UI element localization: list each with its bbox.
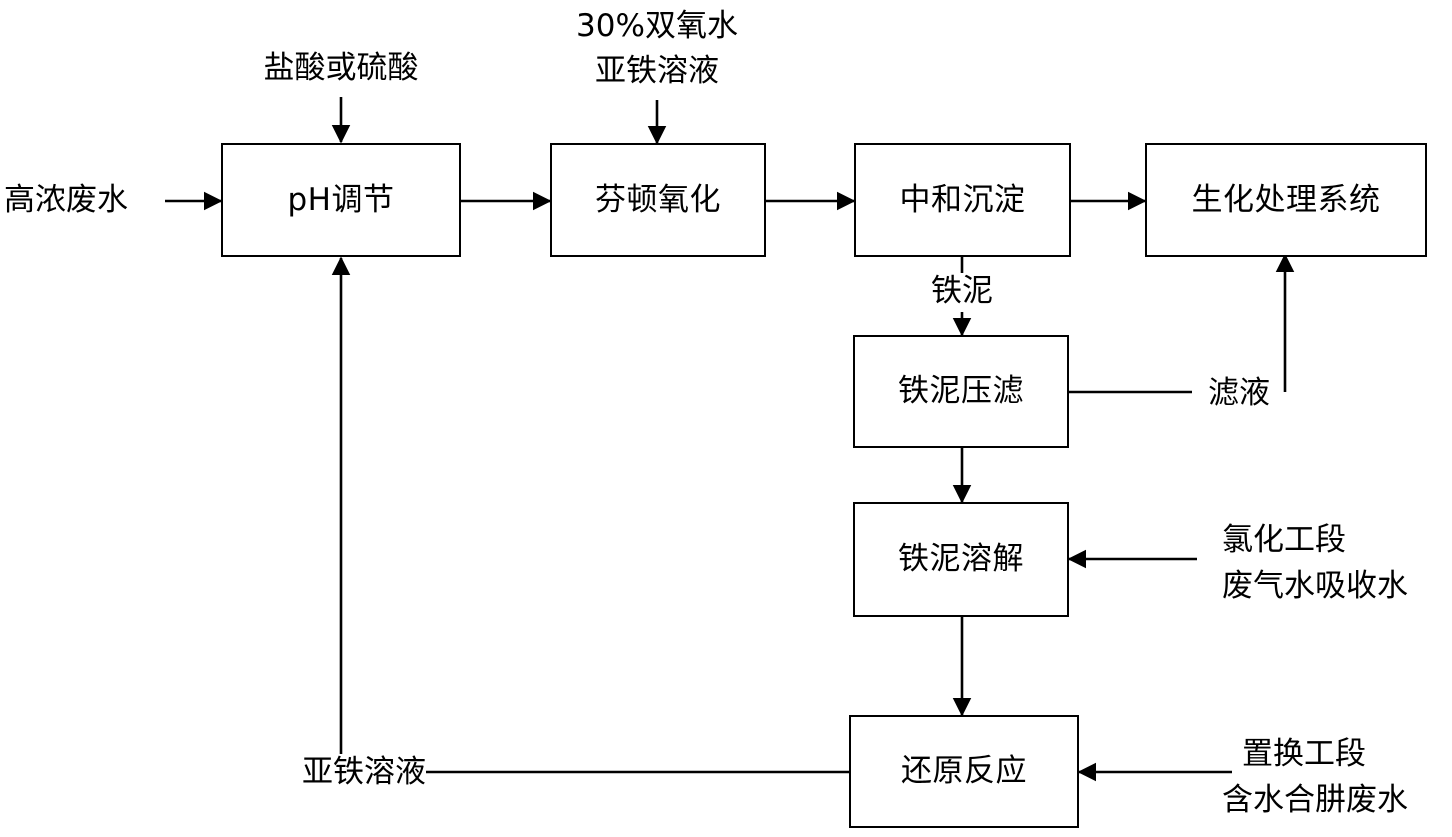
node-reduction-reaction-label: 还原反应: [901, 753, 1027, 790]
label-ferrous-solution: 亚铁溶液: [258, 754, 426, 791]
node-sludge-press-filtration-label: 铁泥压滤: [898, 373, 1024, 410]
node-neutralization-precipitation-label: 中和沉淀: [899, 181, 1026, 218]
node-fenton-oxidation-label: 芬顿氧化: [595, 181, 721, 218]
node-sludge-dissolution-label: 铁泥溶解: [898, 541, 1024, 578]
node-biochemical-treatment-system-label: 生化处理系统: [1191, 181, 1381, 218]
label-filtrate: 滤液: [1196, 375, 1282, 412]
label-chlorination-section-line1: 氯化工段: [1222, 522, 1346, 558]
label-acid-input: 盐酸或硫酸: [263, 50, 419, 86]
node-neutralization-precipitation[interactable]: 中和沉淀: [854, 143, 1071, 257]
label-substitution-section-line1: 置换工段: [1242, 736, 1366, 772]
label-substitution-section-line2: 含水合肼废水: [1222, 782, 1408, 818]
node-reduction-reaction[interactable]: 还原反应: [849, 715, 1079, 828]
label-peroxide-input-line2: 亚铁溶液: [595, 53, 719, 89]
label-peroxide-input-line1: 30%双氧水: [576, 8, 738, 44]
node-sludge-dissolution[interactable]: 铁泥溶解: [853, 502, 1069, 617]
label-feed-water: 高浓废水: [4, 182, 128, 218]
node-ph-adjust-label: pH调节: [287, 181, 395, 218]
node-fenton-oxidation[interactable]: 芬顿氧化: [550, 143, 766, 257]
node-biochemical-treatment-system[interactable]: 生化处理系统: [1145, 143, 1427, 257]
node-sludge-press-filtration[interactable]: 铁泥压滤: [853, 335, 1069, 448]
label-iron-sludge: 铁泥: [897, 273, 1027, 310]
node-ph-adjust[interactable]: pH调节: [221, 143, 461, 257]
label-chlorination-section-line2: 废气水吸收水: [1222, 568, 1408, 604]
